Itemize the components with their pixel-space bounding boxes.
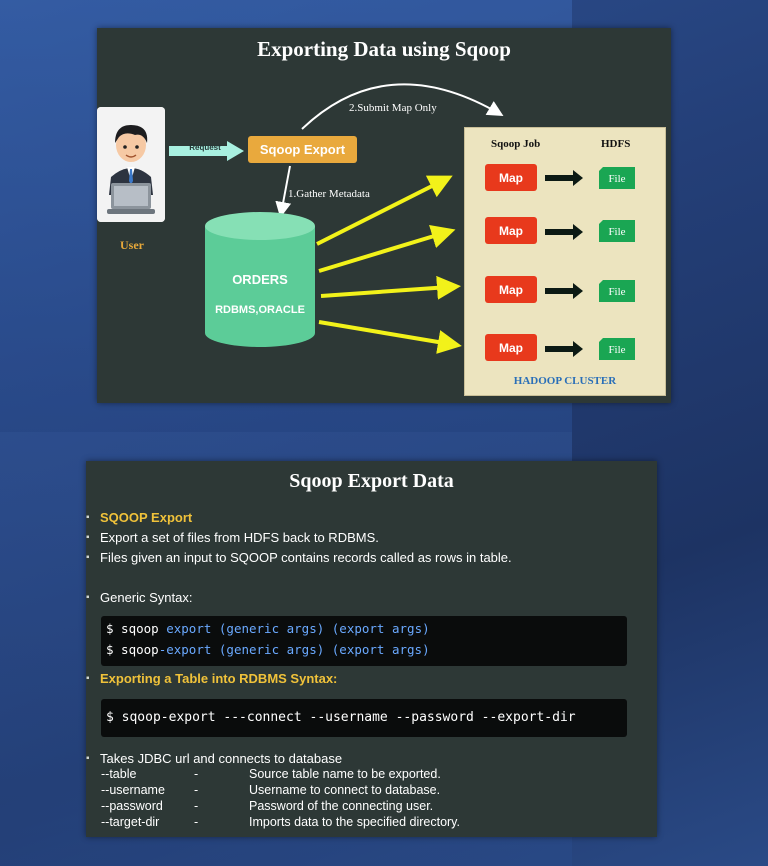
generic-syntax-code-block: $ sqoop export (generic args) (export ar… bbox=[101, 616, 627, 666]
slide-title: Exporting Data using Sqoop bbox=[257, 37, 511, 61]
submit-map-label: 2.Submit Map Only bbox=[349, 102, 437, 114]
bullet-export-files: Export a set of files from HDFS back to … bbox=[86, 530, 379, 546]
yellow-arrow-1 bbox=[316, 175, 453, 246]
yellow-arrow-2 bbox=[318, 225, 456, 273]
database-cylinder-icon bbox=[205, 212, 315, 347]
map-task-4: Map bbox=[485, 334, 537, 361]
map-to-file-arrows bbox=[545, 170, 583, 357]
bullet-generic-syntax: Generic Syntax: bbox=[86, 590, 192, 606]
yellow-arrow-3 bbox=[320, 275, 461, 300]
hdfs-header: HDFS bbox=[601, 138, 631, 150]
black-arrow-icon bbox=[545, 341, 583, 357]
option-dash: - bbox=[194, 799, 199, 813]
hadoop-cluster-box: Sqoop Job HDFS Map Map Map Map File File… bbox=[464, 127, 666, 396]
file-label: File bbox=[608, 286, 626, 298]
submit-arrow bbox=[301, 83, 504, 130]
black-arrow-icon bbox=[545, 283, 583, 299]
option-desc: Username to connect to database. bbox=[249, 783, 441, 797]
request-label: Request bbox=[189, 143, 221, 152]
option-flag: --table bbox=[101, 767, 137, 781]
option-dash: - bbox=[194, 767, 199, 781]
slide-export-data: Sqoop Export Data SQOOP Export Export a … bbox=[86, 461, 657, 837]
option-flag: --username bbox=[101, 783, 165, 797]
gather-arrow bbox=[275, 165, 292, 218]
user-avatar bbox=[97, 107, 165, 222]
map-task-1: Map bbox=[485, 164, 537, 191]
export-table-code-block: $ sqoop-export ---connect --username --p… bbox=[101, 699, 627, 737]
map-task-3: Map bbox=[485, 276, 537, 303]
bullet-jdbc-url: Takes JDBC url and connects to database bbox=[86, 751, 342, 767]
option-dash: - bbox=[194, 815, 199, 829]
slide-title: Sqoop Export Data bbox=[289, 470, 454, 492]
bullet-export-table-syntax: Exporting a Table into RDBMS Syntax: bbox=[86, 671, 337, 687]
file-label: File bbox=[608, 226, 626, 238]
hadoop-cluster-label: HADOOP CLUSTER bbox=[513, 375, 617, 387]
file-label: File bbox=[608, 173, 626, 185]
file-icon: File bbox=[599, 338, 635, 360]
slide-exporting-data: Exporting Data using Sqoop User Request … bbox=[97, 28, 671, 403]
code-line-1: $ sqoop export (generic args) (export ar… bbox=[106, 621, 430, 636]
file-icon: File bbox=[599, 280, 635, 302]
file-label: File bbox=[608, 344, 626, 356]
user-at-computer-icon bbox=[97, 107, 165, 222]
black-arrow-icon bbox=[545, 224, 583, 240]
map-task-2: Map bbox=[485, 217, 537, 244]
code-line: $ sqoop-export ---connect --username --p… bbox=[106, 710, 576, 725]
option-flag: --target-dir bbox=[101, 815, 160, 829]
option-desc: Password of the connecting user. bbox=[249, 799, 434, 813]
sqoop-export-box: Sqoop Export bbox=[248, 136, 357, 163]
code-command: $ sqoop bbox=[106, 621, 167, 636]
code-args: export (generic args) (export args) bbox=[166, 621, 430, 636]
database-name: ORDERS bbox=[232, 272, 288, 287]
option-desc: Imports data to the specified directory. bbox=[249, 815, 460, 829]
option-desc: Source table name to be exported. bbox=[249, 767, 441, 781]
file-icon: File bbox=[599, 167, 635, 189]
request-arrow-icon bbox=[169, 141, 244, 161]
option-dash: - bbox=[194, 783, 199, 797]
bullet-sqoop-export-heading: SQOOP Export bbox=[86, 510, 192, 526]
database-type: RDBMS,ORACLE bbox=[215, 304, 305, 316]
black-arrow-icon bbox=[545, 170, 583, 186]
yellow-arrow-4 bbox=[318, 320, 462, 354]
file-icon: File bbox=[599, 220, 635, 242]
sqoop-job-header: Sqoop Job bbox=[491, 138, 541, 150]
code-command: $ sqoop bbox=[106, 642, 159, 657]
code-args: -export (generic args) (export args) bbox=[158, 642, 430, 657]
option-flag: --password bbox=[101, 799, 163, 813]
bullet-records-rows: Files given an input to SQOOP contains r… bbox=[86, 550, 512, 566]
code-line-2: $ sqoop-export (generic args) (export ar… bbox=[106, 642, 430, 657]
gather-metadata-label: 1.Gather Metadata bbox=[288, 188, 370, 200]
flow-arrows bbox=[205, 83, 504, 354]
user-label: User bbox=[120, 238, 144, 252]
